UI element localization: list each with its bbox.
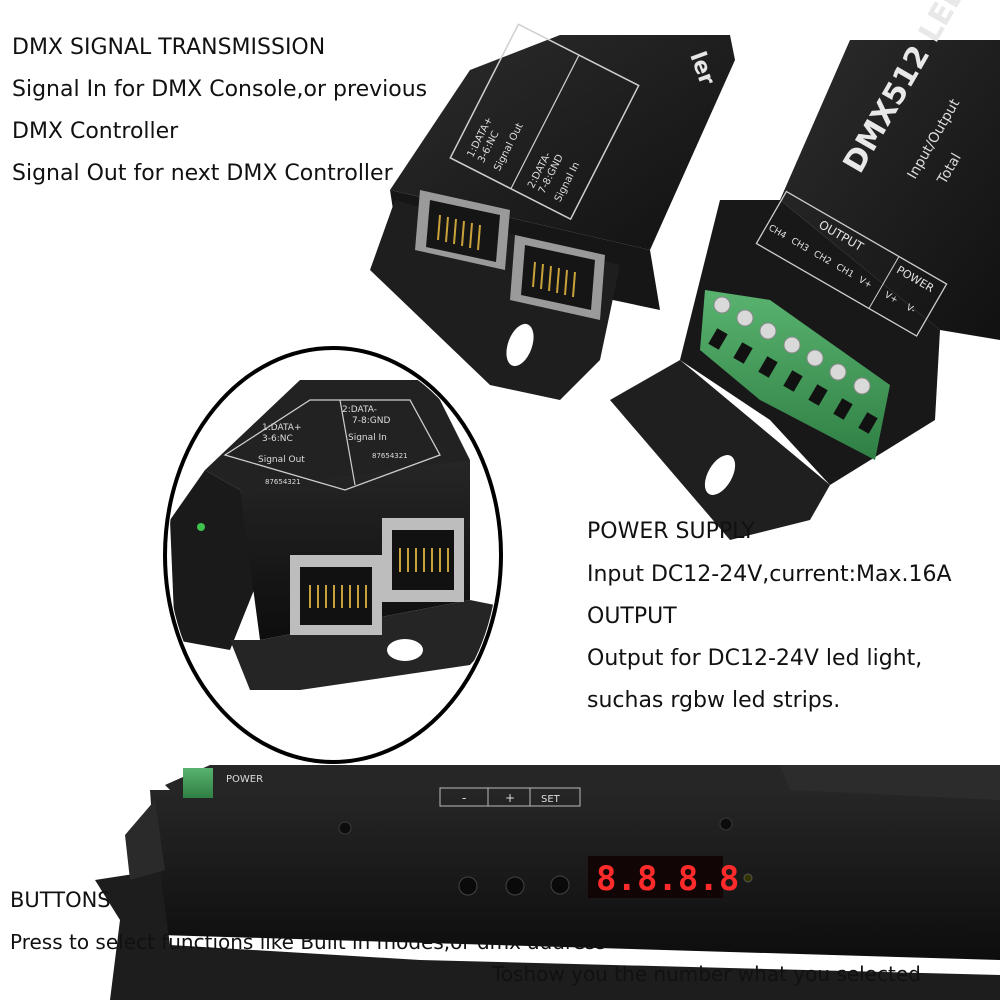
rj45-port-in bbox=[510, 235, 605, 320]
zoom-inset: 1:DATA+ 3-6:NC Signal Out 87654321 2:DAT… bbox=[170, 380, 498, 690]
rj45-port-out bbox=[290, 555, 382, 635]
minus-button[interactable] bbox=[458, 876, 478, 896]
screw-icon bbox=[719, 817, 733, 831]
device-rj45-top: 1:DATA+ 3-6:NC Signal Out 2:DATA- 7-8:GN… bbox=[370, 23, 735, 400]
power-input-text: Input DC12-24V,current:Max.16A bbox=[587, 562, 952, 587]
device-right-end bbox=[780, 765, 1000, 800]
set-button[interactable] bbox=[550, 875, 570, 895]
indicator-led bbox=[743, 873, 753, 883]
flange-slot bbox=[704, 455, 736, 495]
mounting-flange bbox=[610, 360, 830, 540]
mounting-flange bbox=[95, 870, 1000, 1000]
device-top-face bbox=[780, 40, 1000, 340]
device-display-side: POWER - + SET 8.8.8.8 bbox=[95, 765, 1000, 1000]
vminus-label: V- bbox=[904, 303, 917, 316]
buttons-heading: BUTTONS bbox=[10, 888, 111, 912]
output-line-1: Output for DC12-24V led light, bbox=[587, 646, 923, 671]
power-heading: POWER SUPPLY bbox=[587, 519, 755, 544]
terminal-block bbox=[183, 768, 213, 798]
signal-in-label: Signal In bbox=[348, 433, 387, 443]
display-desc: Toshow you the number what you selected bbox=[492, 962, 921, 986]
output-line-2: suchas rgbw led strips. bbox=[587, 688, 841, 713]
pin-label: 1:DATA+ bbox=[262, 423, 302, 433]
button-label-panel: - + SET bbox=[439, 787, 581, 807]
pin-numbers-label: 87654321 bbox=[265, 478, 301, 486]
display-heading: DIGITAL DISPLAY bbox=[797, 920, 964, 944]
mounting-flange-left bbox=[125, 800, 165, 880]
rj45-port-out bbox=[415, 190, 510, 270]
device-top-face bbox=[390, 35, 735, 250]
plus-button-label: + bbox=[505, 791, 515, 805]
digital-display bbox=[588, 856, 723, 898]
device-terminal-side: DMX512 LED Input/Output Total OUTPUT POW… bbox=[610, 0, 1000, 540]
plus-button[interactable] bbox=[505, 876, 525, 896]
flange-slot bbox=[506, 323, 534, 367]
dmx-line-1: Signal In for DMX Console,or previous bbox=[12, 77, 428, 102]
output-heading: OUTPUT bbox=[587, 604, 677, 629]
mounting-flange bbox=[230, 600, 498, 690]
terminal-block bbox=[700, 290, 890, 460]
device-front-face bbox=[150, 790, 1000, 960]
pin-numbers-label: 87654321 bbox=[372, 452, 408, 460]
device-side-face bbox=[170, 470, 260, 650]
minus-button-label: - bbox=[462, 791, 466, 805]
screw-icon bbox=[338, 821, 352, 835]
dmx-line-2: DMX Controller bbox=[12, 119, 179, 144]
signal-out-label: Signal Out bbox=[258, 455, 305, 465]
status-led bbox=[197, 523, 205, 531]
flange-slot bbox=[387, 639, 423, 661]
display-readout: 8.8.8.8 bbox=[596, 859, 739, 899]
dmx-line-3: Signal Out for next DMX Controller bbox=[12, 161, 393, 186]
printed-panel: 1:DATA+ 3-6:NC Signal Out 87654321 2:DAT… bbox=[223, 399, 441, 491]
set-button-label: SET bbox=[541, 794, 561, 805]
pin-label: 7-8:GND bbox=[352, 416, 390, 426]
buttons-desc: Press to select functions like Built in … bbox=[10, 930, 606, 954]
pin-label: 3-6:NC bbox=[262, 434, 293, 444]
pin-label: 2:DATA- bbox=[342, 405, 377, 415]
rj45-port-in bbox=[382, 518, 464, 602]
power-block-label: POWER bbox=[226, 774, 263, 785]
dmx-heading: DMX SIGNAL TRANSMISSION bbox=[12, 35, 326, 60]
